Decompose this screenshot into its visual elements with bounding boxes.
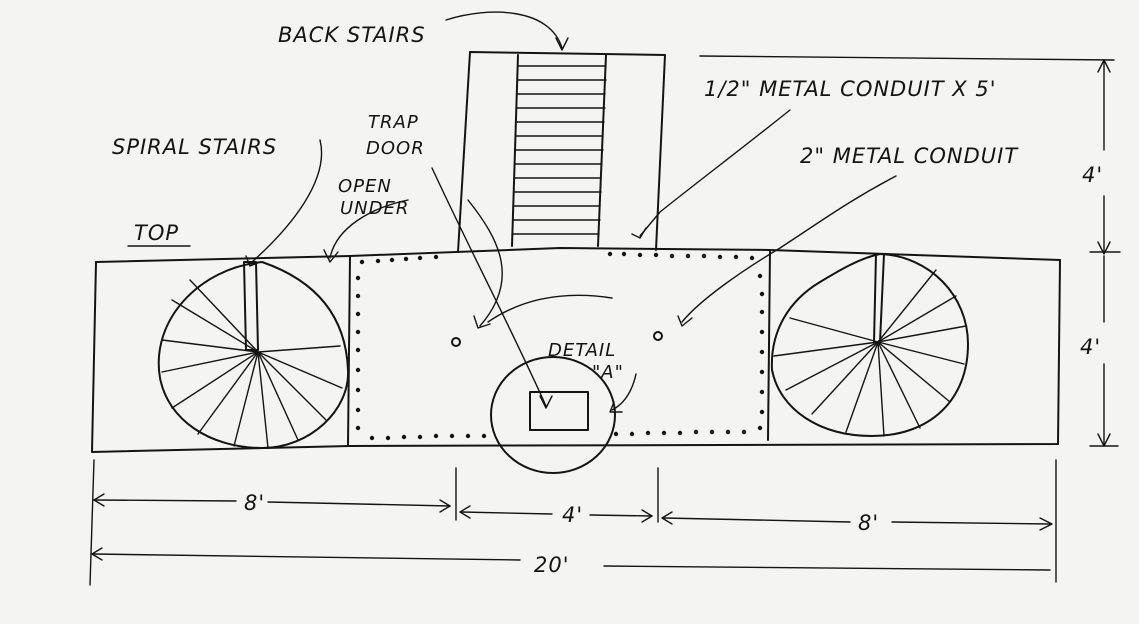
detail-ref-label: "A" xyxy=(592,362,624,383)
under-label: UNDER xyxy=(340,198,409,219)
dim-right-label: 8' xyxy=(858,511,879,535)
dimension-lines xyxy=(89,55,1121,586)
top-label: TOP xyxy=(134,221,179,245)
back-stairs xyxy=(457,51,666,253)
door-label: DOOR xyxy=(366,138,425,159)
platform-outline xyxy=(91,247,1061,453)
detail-a xyxy=(490,356,616,474)
dim-left-label: 8' xyxy=(244,491,265,515)
center-dotted-panel xyxy=(355,251,765,441)
conduit-hole-right xyxy=(653,331,663,341)
dim-center-label: 4' xyxy=(562,503,583,527)
spiral-stairs-label: SPIRAL STAIRS xyxy=(112,135,277,159)
spiral-stairs-right xyxy=(770,253,969,437)
dim-vert-mid-label: 4' xyxy=(1080,335,1101,359)
conduit-half-label: 1/2" METAL CONDUIT X 5' xyxy=(704,77,997,101)
dim-vert-top-label: 4' xyxy=(1082,163,1103,187)
open-label: OPEN xyxy=(338,176,392,197)
detail-label: DETAIL xyxy=(548,340,616,361)
spiral-stairs-left xyxy=(157,261,350,449)
conduit-two-label: 2" METAL CONDUIT xyxy=(800,144,1019,168)
back-stairs-label: BACK STAIRS xyxy=(278,23,426,47)
trap-door xyxy=(529,391,589,431)
leader-lines xyxy=(245,11,897,413)
conduit-hole-left xyxy=(451,337,461,347)
labels: BACK STAIRS 1/2" METAL CONDUIT X 5' 2" M… xyxy=(112,23,1103,577)
dim-total-label: 20' xyxy=(534,553,570,577)
trap-label: TRAP xyxy=(368,112,419,133)
